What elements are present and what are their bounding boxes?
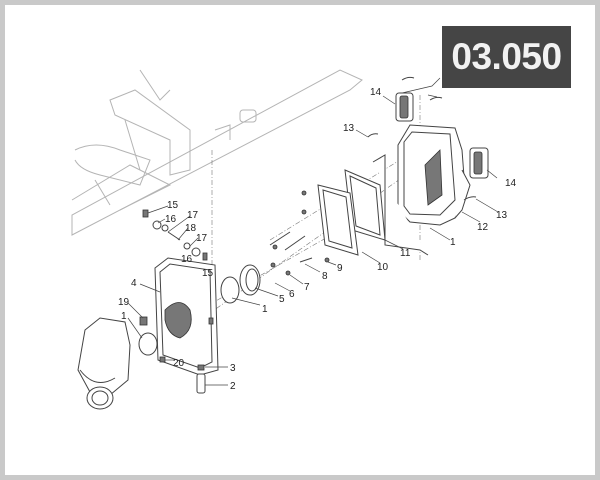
callout-7: 7 <box>304 282 310 293</box>
chassis-frame-drawing <box>71 69 363 236</box>
callout-3: 3 <box>230 363 236 374</box>
callout-19: 19 <box>118 297 130 308</box>
air-filter-element <box>344 169 386 241</box>
callout-16: 16 <box>165 214 177 225</box>
hose-clamp <box>220 264 261 304</box>
section-code-badge: 03.050 <box>442 26 571 88</box>
leader-lines <box>127 95 499 386</box>
airbox-housing <box>397 124 471 226</box>
callout-12: 12 <box>477 222 489 233</box>
callout-16: 16 <box>181 254 193 265</box>
filter-frame <box>317 184 359 256</box>
retaining-clip-14 <box>395 77 489 179</box>
callout-1: 1 <box>450 237 456 248</box>
callout-17: 17 <box>196 233 208 244</box>
callout-4: 4 <box>131 278 137 289</box>
callout-14: 14 <box>505 178 517 189</box>
callout-13: 13 <box>496 210 508 221</box>
callout-9: 9 <box>337 263 343 274</box>
callout-14: 14 <box>370 87 382 98</box>
callout-17: 17 <box>187 210 199 221</box>
callout-labels: 14 14 13 13 12 1 11 10 9 8 7 6 5 1 15 16… <box>118 87 517 392</box>
throttle-body <box>77 316 148 410</box>
callout-5: 5 <box>279 294 285 305</box>
callout-10: 10 <box>377 262 389 273</box>
callout-20: 20 <box>173 358 185 369</box>
clip-13 <box>367 76 477 201</box>
diagram-canvas: 14 14 13 13 12 1 11 10 9 8 7 6 5 1 15 16… <box>5 5 595 475</box>
screws <box>269 190 330 276</box>
small-parts-15-18 <box>142 209 208 261</box>
drain-parts <box>159 356 206 394</box>
callout-13: 13 <box>343 123 355 134</box>
callout-8: 8 <box>322 271 328 282</box>
callout-15: 15 <box>167 200 179 211</box>
callout-1: 1 <box>121 311 127 322</box>
intake-housing <box>154 257 219 376</box>
gasket-1 <box>138 332 158 356</box>
airbox-gasket <box>372 154 429 256</box>
callout-11: 11 <box>400 248 411 259</box>
callout-2: 2 <box>230 381 236 392</box>
callout-1: 1 <box>262 304 268 315</box>
callout-15: 15 <box>202 268 214 279</box>
callout-6: 6 <box>289 289 295 300</box>
exploded-parts-diagram: 14 14 13 13 12 1 11 10 9 8 7 6 5 1 15 16… <box>71 69 517 410</box>
callout-18: 18 <box>185 223 197 234</box>
